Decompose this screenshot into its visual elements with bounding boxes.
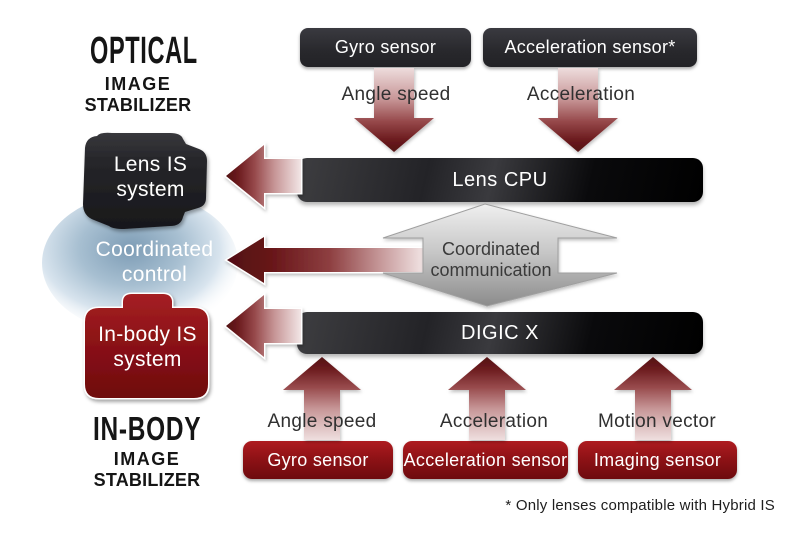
in-body-is-title: IN-BODY IMAGE STABILIZER (66, 412, 228, 489)
down-arrow-icon-acceleration (538, 68, 618, 152)
coordinated-communication-label: Coordinated communication (420, 239, 562, 281)
top-gyro-sensor-label: Gyro sensor (334, 37, 437, 57)
left-arrow-icon-coordinated (224, 234, 427, 286)
top-signal-acceleration: Acceleration (526, 84, 636, 105)
in-body-is-line2: system (113, 348, 182, 371)
optical-is-line3: STABILIZER (84, 95, 192, 115)
bottom-signal-angle-speed: Angle speed (267, 411, 377, 432)
coordinated-control-line1: Coordinated (95, 238, 214, 261)
bottom-signal-acceleration: Acceleration (439, 411, 549, 432)
left-arrow-icon-digic (223, 291, 303, 361)
down-arrow-icon-angle-speed (354, 68, 434, 152)
bottom-gyro-sensor-label: Gyro sensor (267, 449, 369, 470)
coordinated-communication-line1: Coordinated (441, 239, 541, 259)
top-gyro-sensor-box: Gyro sensor (300, 28, 471, 67)
in-body-is-line1: In-body IS (98, 323, 197, 346)
lens-is-system-label: Lens IS system (88, 152, 213, 202)
bottom-imaging-sensor-box: Imaging sensor (578, 441, 737, 479)
bottom-gyro-sensor-box: Gyro sensor (243, 441, 393, 479)
footnote: * Only lenses compatible with Hybrid IS (505, 497, 775, 514)
digic-x-label: DIGIC X (461, 321, 539, 344)
bottom-acceleration-sensor-label: Acceleration sensor (403, 449, 568, 470)
bottom-imaging-sensor-label: Imaging sensor (593, 449, 722, 470)
top-signal-angle-speed: Angle speed (341, 84, 451, 105)
top-acceleration-sensor-label: Acceleration sensor* (504, 37, 676, 57)
optical-is-line1: OPTICAL (90, 30, 198, 72)
in-body-is-line3: STABILIZER (93, 470, 201, 490)
top-acceleration-sensor-box: Acceleration sensor* (483, 28, 697, 67)
in-body-is-line2: IMAGE (113, 449, 181, 469)
lens-is-line1: Lens IS (113, 153, 188, 176)
coordinated-control-line2: control (121, 263, 188, 286)
in-body-is-line1: IN-BODY (92, 410, 202, 447)
bottom-acceleration-sensor-box: Acceleration sensor (403, 441, 568, 479)
optical-is-line2: IMAGE (104, 74, 172, 94)
left-arrow-icon-lens-cpu (223, 141, 303, 211)
digic-x-bar: DIGIC X (297, 312, 703, 354)
bottom-signal-motion-vector: Motion vector (598, 411, 716, 432)
lens-cpu-bar: Lens CPU (297, 158, 703, 202)
lens-cpu-label: Lens CPU (452, 168, 548, 191)
in-body-is-system-label: In-body IS system (85, 322, 210, 372)
coordinated-control-label: Coordinated control (82, 237, 227, 287)
lens-is-line2: system (116, 178, 185, 201)
optical-is-title: OPTICAL IMAGE STABILIZER (57, 32, 219, 114)
coordinated-communication-line2: communication (430, 260, 552, 280)
